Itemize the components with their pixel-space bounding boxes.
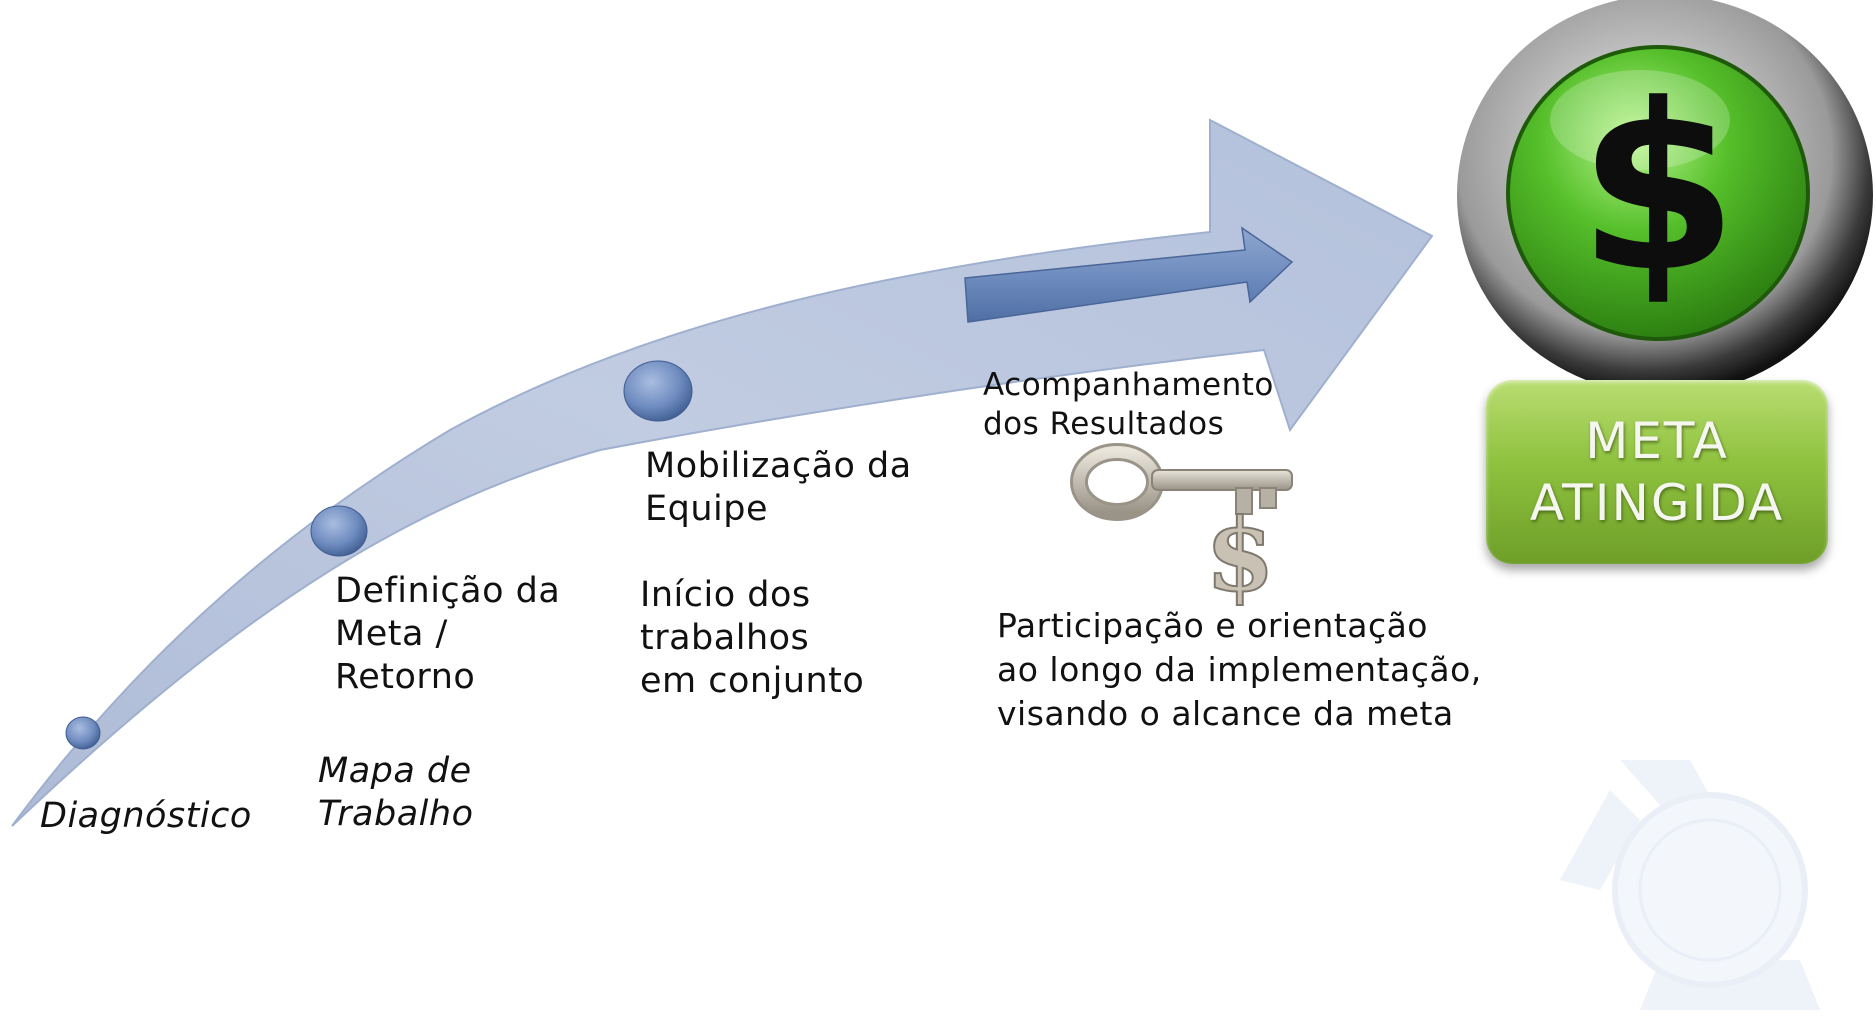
goal-line-2: ATINGIDA <box>1529 474 1785 532</box>
stage-definicao: Definição da Meta / Retorno <box>335 571 561 697</box>
milestone-dot <box>623 360 693 422</box>
watermark-seal <box>1560 760 1820 1010</box>
milestone-dot <box>65 716 101 750</box>
small-arrow <box>964 226 1294 323</box>
dollar-coin-icon: $ <box>1457 0 1873 395</box>
stage-mapa: Mapa de Trabalho <box>318 751 474 834</box>
key-tag-symbol: $ <box>1205 496 1275 614</box>
key-icon: $ <box>1070 443 1293 615</box>
goal-line-1: META <box>1585 412 1729 470</box>
stage-acompanhamento: Acompanhamento dos Resultados <box>983 367 1274 442</box>
stage-diagnostico: Diagnóstico <box>40 796 252 836</box>
stage-mobilizacao: Mobilização da Equipe <box>645 446 912 529</box>
stage-participacao: Participação e orientação ao longo da im… <box>997 606 1482 733</box>
stage-inicio: Início dos trabalhos em conjunto <box>640 575 865 701</box>
milestone-dot <box>310 505 368 557</box>
coin-symbol: $ <box>1578 56 1738 323</box>
goal-badge: META ATINGIDA <box>1486 380 1828 564</box>
